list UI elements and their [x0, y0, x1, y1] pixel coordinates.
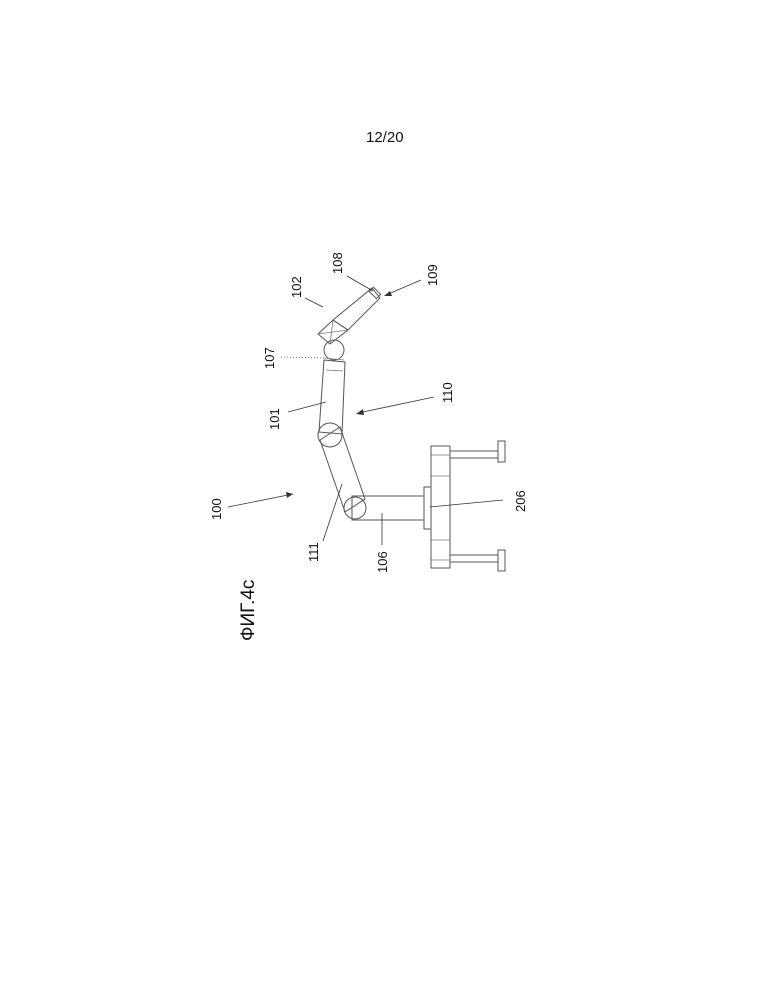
base-frame [424, 441, 505, 571]
label-106: 106 [375, 551, 390, 573]
wrist-joint-107 [324, 340, 344, 360]
arm-segment-102 [318, 287, 381, 344]
label-101: 101 [267, 408, 282, 430]
upper-leg [450, 451, 498, 458]
label-111: 111 [306, 542, 321, 562]
label-109: 109 [425, 264, 440, 286]
label-206: 206 [513, 490, 528, 512]
middle-joint [318, 423, 342, 447]
label-110: 110 [440, 382, 455, 403]
lower-foot [498, 550, 505, 571]
mount-block [424, 487, 431, 529]
upper-foot [498, 441, 505, 462]
label-108: 108 [330, 252, 345, 274]
arm-segment-111 [320, 427, 365, 512]
lower-leg [450, 555, 498, 562]
figure-caption: ФИГ.4с [238, 580, 259, 641]
label-107: 107 [262, 347, 277, 369]
label-102: 102 [289, 276, 304, 298]
label-100: 100 [209, 498, 224, 520]
